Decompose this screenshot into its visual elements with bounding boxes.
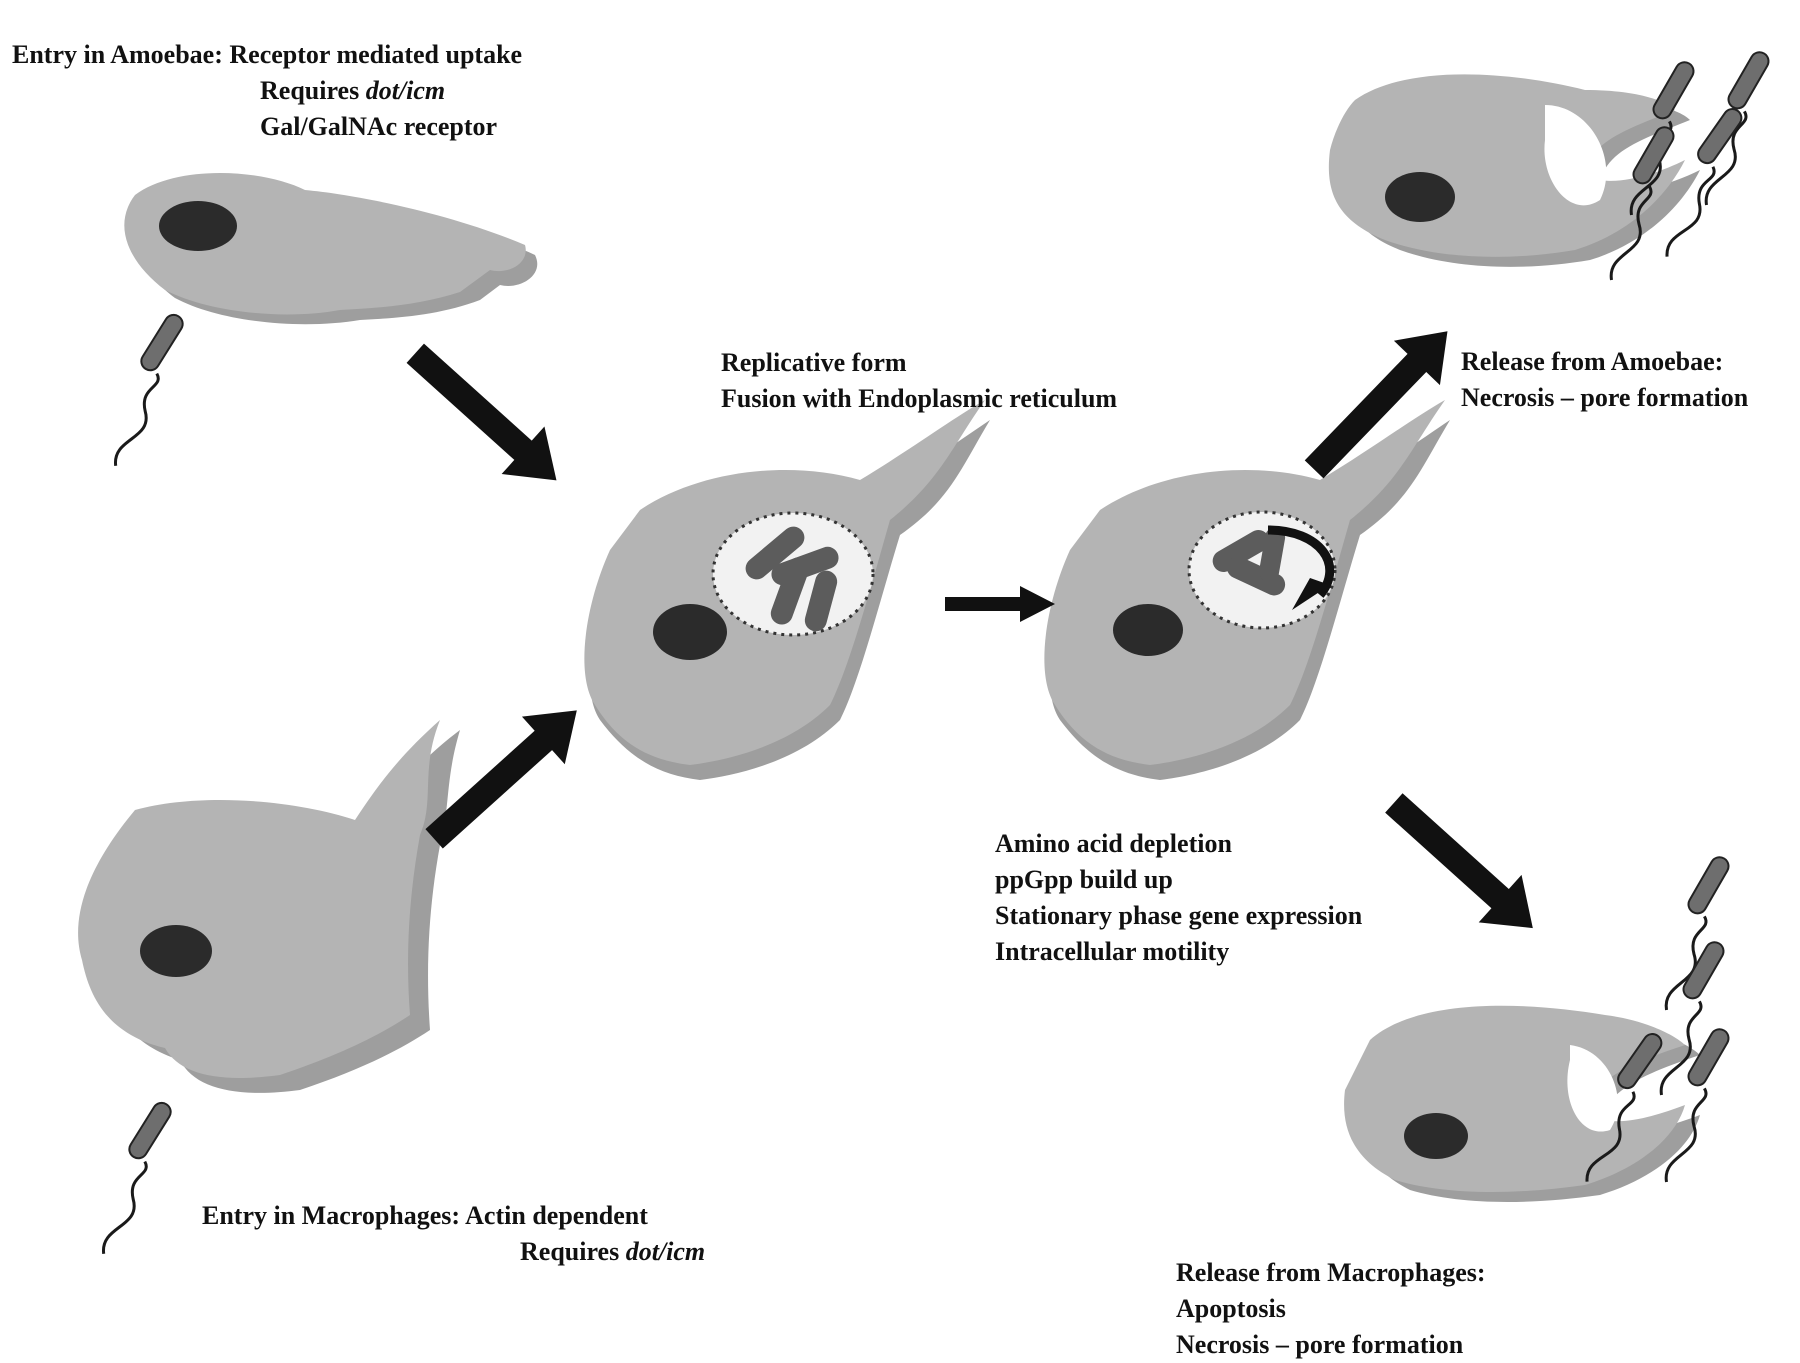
amoebae-entry-line1: Receptor mediated uptake <box>229 40 523 69</box>
amoebae-entry-details: Requires dot/icm Gal/GalNAc receptor <box>260 73 497 145</box>
macrophage-entry-details: Requires dot/icm <box>520 1234 705 1270</box>
infected-cell-replicative <box>584 400 990 780</box>
nucleus-icon <box>653 604 727 660</box>
arrow-to-macrophage-release <box>1385 793 1533 929</box>
macrophage-release-line3: Necrosis – pore formation <box>1176 1330 1464 1359</box>
replicative-label: Replicative form Fusion with Endoplasmic… <box>721 345 1117 417</box>
amoeba-cell-release <box>1328 74 1700 267</box>
bacterium-icon <box>84 310 205 470</box>
replicative-line2: Fusion with Endoplasmic reticulum <box>721 384 1118 413</box>
amoebae-entry-line2: Requires dot/icm <box>260 76 446 105</box>
macrophage-entry-line1: Actin dependent <box>465 1201 648 1230</box>
arrow-to-amoeba-release <box>1304 331 1448 479</box>
bacterium-icon <box>72 1098 193 1258</box>
amoebae-release-line1: Release from Amoebae: <box>1461 347 1724 376</box>
arrow-replicative-to-stationary <box>945 586 1055 622</box>
infected-cell-stationary <box>1044 400 1450 780</box>
nucleus-icon <box>1113 604 1183 656</box>
stationary-line1: Amino acid depletion <box>995 829 1232 858</box>
nucleus-icon <box>1404 1113 1468 1159</box>
nucleus-icon <box>140 925 212 977</box>
nucleus-icon <box>1385 172 1455 222</box>
macrophage-release-line1: Release from Macrophages: <box>1176 1258 1486 1287</box>
stationary-phase-label: Amino acid depletion ppGpp build up Stat… <box>995 826 1362 970</box>
amoebae-entry-line3: Gal/GalNAc receptor <box>260 112 498 141</box>
amoebae-entry-lead: Entry in Amoebae: <box>12 40 223 69</box>
motile-vacuole <box>1187 510 1337 630</box>
amoebae-release-line2: Necrosis – pore formation <box>1461 383 1749 412</box>
macrophage-release-label: Release from Macrophages: Apoptosis Necr… <box>1176 1255 1486 1363</box>
macrophage-release-line2: Apoptosis <box>1176 1294 1286 1323</box>
amoebae-release-label: Release from Amoebae: Necrosis – pore fo… <box>1461 344 1748 416</box>
macrophage-cell-release <box>1344 1005 1700 1202</box>
stationary-line3: Stationary phase gene expression <box>995 901 1363 930</box>
macrophage-entry-lead: Entry in Macrophages: <box>202 1201 461 1230</box>
arrow-macrophage-to-replicative <box>425 710 577 849</box>
macrophage-entry-label: Entry in Macrophages: Actin dependent <box>202 1198 648 1234</box>
amoeba-cell-entry <box>124 172 538 325</box>
macrophage-entry-line2: Requires dot/icm <box>520 1237 706 1266</box>
stationary-line2: ppGpp build up <box>995 865 1173 894</box>
replicative-line1: Replicative form <box>721 348 907 377</box>
arrow-amoeba-to-replicative <box>406 343 557 481</box>
amoebae-entry-label: Entry in Amoebae: Receptor mediated upta… <box>12 37 522 73</box>
macrophage-cell-entry <box>78 720 461 1093</box>
replicative-vacuole <box>711 511 875 637</box>
stationary-line4: Intracellular motility <box>995 937 1230 966</box>
nucleus-icon <box>159 201 237 251</box>
